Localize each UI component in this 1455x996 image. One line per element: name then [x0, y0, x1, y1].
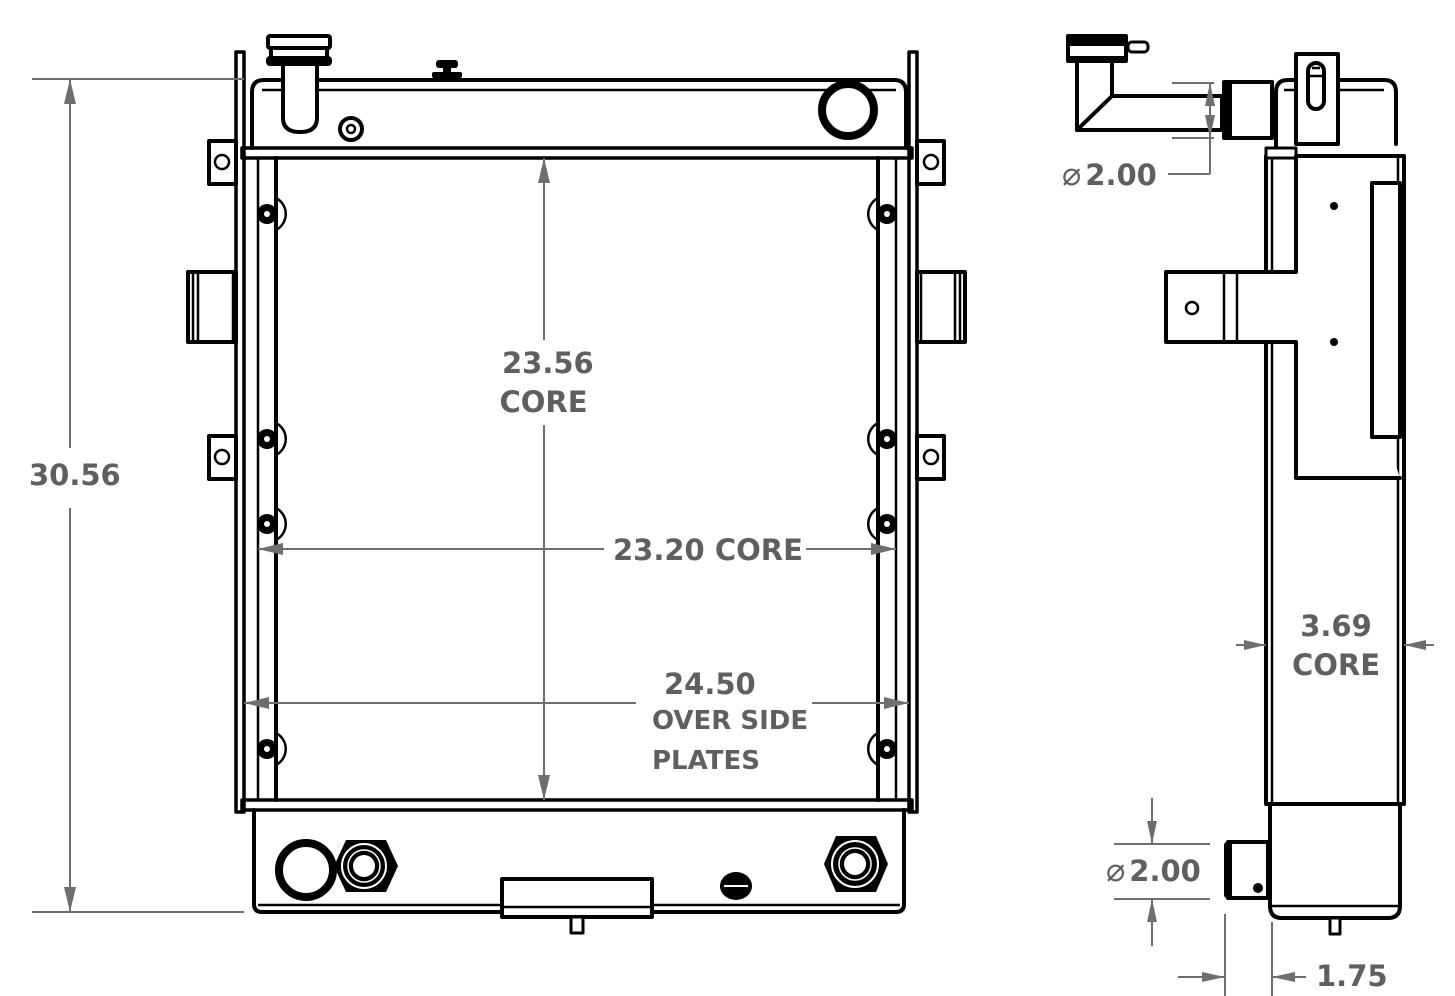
core-depth-value: 3.69 [1300, 609, 1372, 643]
bottom-pipe-offset-value: 1.75 [1316, 959, 1388, 993]
top-pipe-diameter-label: ⌀2.00 [1062, 158, 1157, 190]
drain-plug [720, 872, 752, 900]
top-tank [240, 78, 914, 160]
over-side-plates-line2: PLATES [652, 746, 760, 776]
core-width-label: 23.20 CORE [613, 536, 803, 565]
overall-height-label: 30.56 [29, 461, 121, 490]
core-width-caption: CORE [714, 533, 803, 567]
side-hose-coupling [1222, 80, 1274, 140]
bottom-outlet-ring [275, 839, 337, 901]
side-plate-left [234, 50, 246, 814]
top-fitting [338, 116, 364, 142]
bolt-icon [257, 196, 287, 232]
bottom-pipe-diameter-label: ⌀2.00 [1106, 854, 1201, 886]
hex-fitting-right [824, 836, 888, 892]
core-width-value: 23.20 [613, 533, 705, 567]
top-pipe-diameter-value: 2.00 [1085, 158, 1157, 192]
side-bolts-right [867, 196, 897, 767]
bottom-pipe-offset-label: 1.75 [1316, 962, 1388, 991]
vent-valve [432, 60, 462, 78]
bolt-icon [257, 421, 287, 457]
mount-tabs-right [915, 139, 967, 481]
dimension-core-height [538, 158, 550, 800]
over-side-plates-value: 24.50 [664, 667, 756, 701]
mount-tabs-left [186, 139, 238, 481]
bolt-icon [867, 421, 897, 457]
dimension-bottom-pipe-offset [1178, 914, 1306, 996]
side-bottom-tank [1224, 804, 1402, 936]
dimension-core-depth [1236, 640, 1434, 650]
dimension-overall-height [32, 78, 244, 913]
bolt-icon [867, 196, 897, 232]
overall-height-value: 30.56 [29, 458, 121, 492]
core-height-caption: CORE [499, 385, 588, 419]
top-outlet-ring [818, 80, 878, 140]
filler-neck-cap [266, 34, 332, 134]
diameter-symbol-icon: ⌀ [1106, 851, 1126, 889]
bolt-icon [867, 506, 897, 542]
bolt-icon [257, 731, 287, 767]
bolt-icon [257, 506, 287, 542]
dimension-top-pipe-diameter [1168, 82, 1215, 175]
side-top-tank [1274, 52, 1398, 152]
side-filler-elbow [1066, 34, 1224, 132]
core-depth-caption: CORE [1291, 648, 1381, 682]
over-side-plates-line1: OVER SIDE [652, 706, 809, 736]
hex-fitting-left [334, 840, 398, 892]
bolt-icon [867, 731, 897, 767]
core-frame [240, 156, 914, 812]
side-plate-right [907, 50, 919, 814]
dimension-over-side-plates [244, 697, 909, 709]
dimension-core-width [258, 543, 896, 555]
front-view [32, 34, 967, 935]
side-mount-bracket [1164, 154, 1402, 480]
core-depth-label: 3.69 CORE [1290, 612, 1382, 680]
diameter-symbol-icon: ⌀ [1062, 155, 1082, 193]
core-height-label: 23.56 CORE [499, 346, 594, 419]
bottom-bracket [500, 877, 654, 935]
side-view [1066, 34, 1434, 996]
side-bolts-left [257, 196, 287, 767]
bottom-pipe-diameter-value: 2.00 [1129, 854, 1201, 888]
core-height-value: 23.56 [502, 346, 594, 380]
dimension-bottom-pipe-diameter [1114, 798, 1210, 946]
